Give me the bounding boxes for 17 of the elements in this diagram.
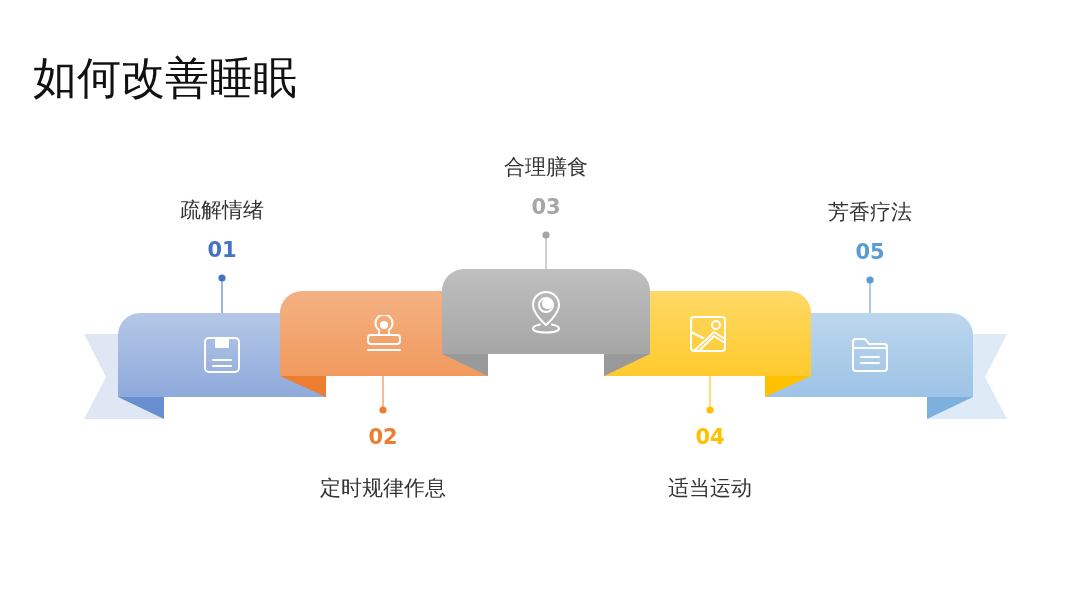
step-number: 05	[855, 239, 885, 266]
leader-line	[706, 375, 714, 414]
step-number: 04	[695, 424, 725, 451]
topic-label: 疏解情绪	[180, 197, 264, 224]
leader-line	[866, 276, 874, 314]
step-number: 03	[531, 194, 561, 221]
topic-label: 定时规律作息	[320, 475, 446, 502]
leader-line	[218, 274, 226, 314]
step-number: 02	[368, 424, 398, 451]
ribbon-panel	[442, 269, 650, 354]
leader-line	[379, 375, 387, 414]
topic-label: 适当运动	[668, 475, 752, 502]
slide-title: 如何改善睡眠	[33, 51, 297, 105]
topic-label: 芳香疗法	[828, 199, 912, 226]
leader-line	[542, 231, 550, 270]
topic-label: 合理膳食	[504, 154, 588, 181]
step-number: 01	[207, 237, 237, 264]
